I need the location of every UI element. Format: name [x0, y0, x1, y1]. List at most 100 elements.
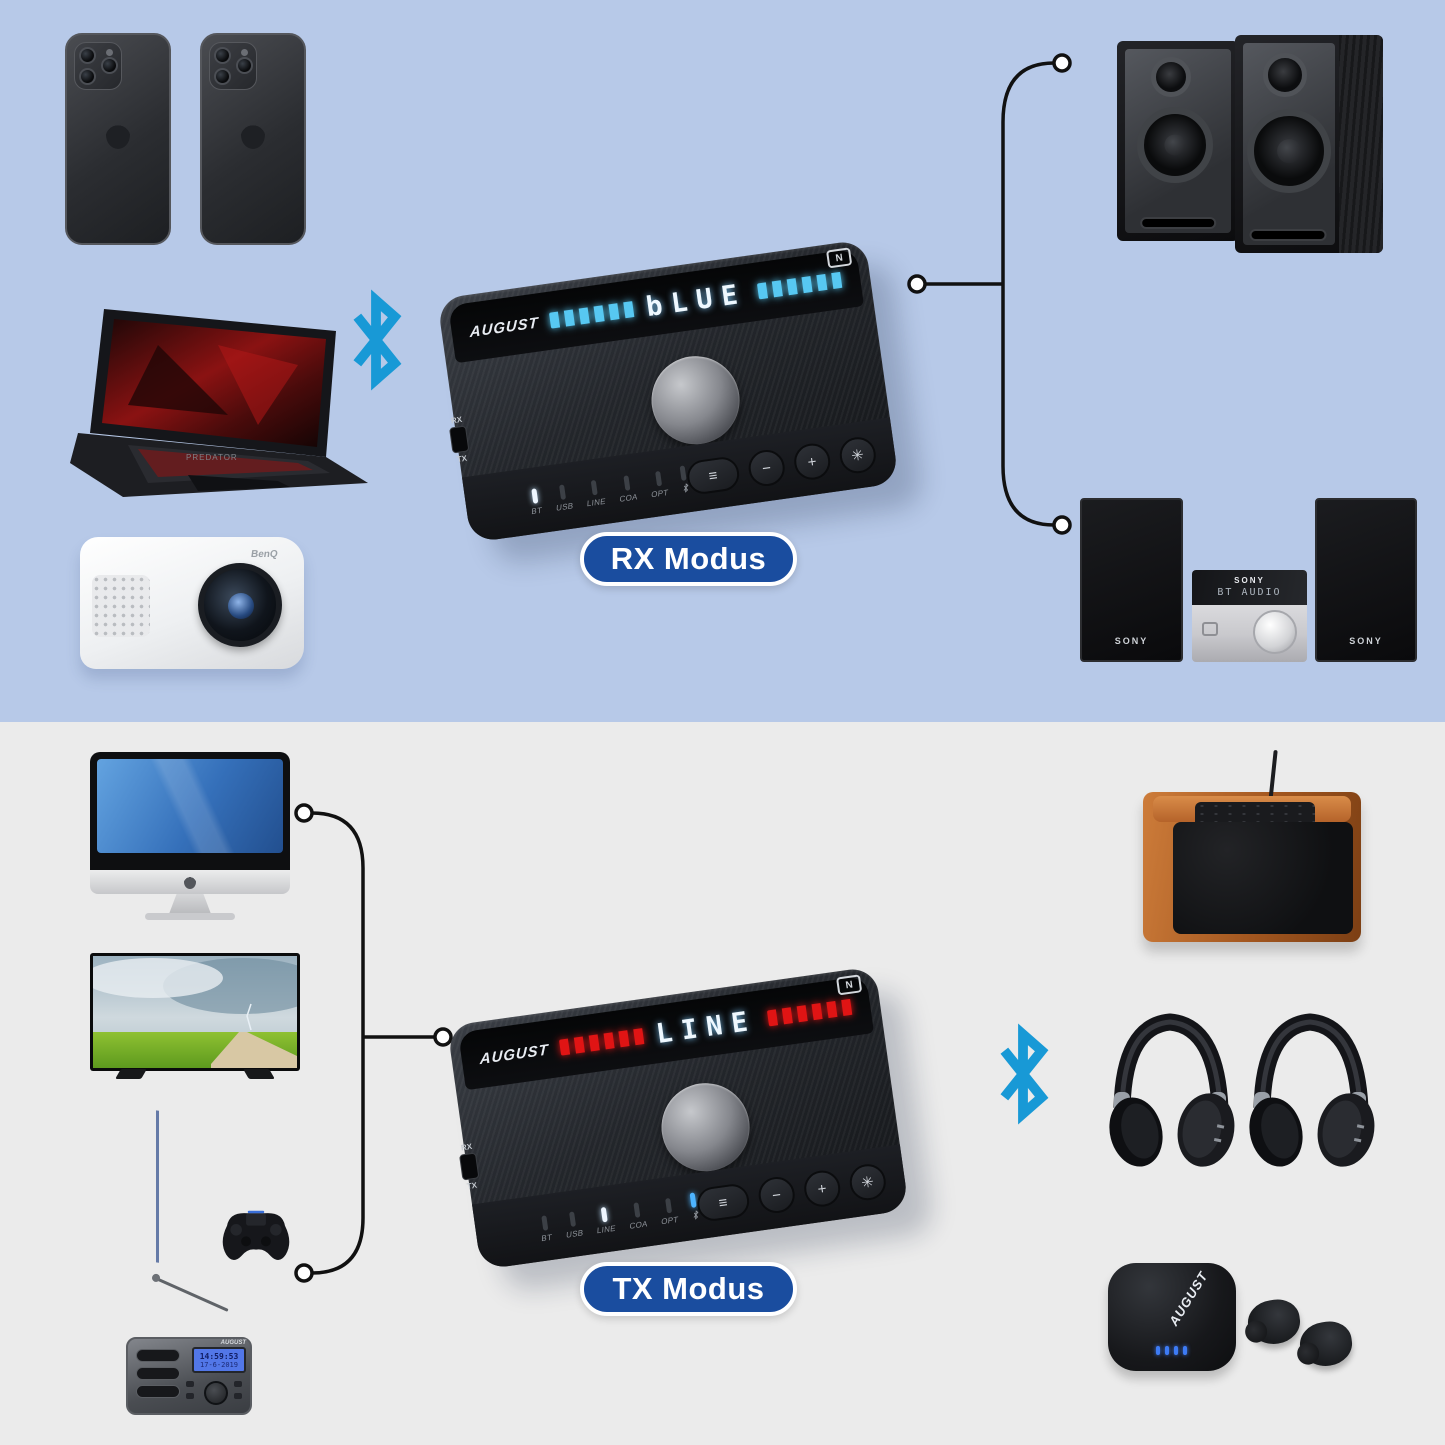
radio-button	[186, 1393, 194, 1399]
camera-lens	[79, 68, 96, 85]
pair-button: ✳	[847, 1161, 888, 1203]
volume-up-button: +	[801, 1168, 843, 1209]
device-brand-logo: AUGUST	[469, 313, 539, 341]
led-label: BT	[531, 505, 543, 516]
radio-speaker-grille	[136, 1367, 180, 1380]
source-indicator-leds: BT USB LINE COA OPT	[538, 1191, 699, 1243]
switch-label-rx: RX	[460, 1141, 473, 1153]
headphones-1	[1100, 1010, 1240, 1172]
device-screen-text: bLUE	[644, 277, 749, 323]
device-screen-text: LINE	[654, 1004, 759, 1050]
radio-brand-label: AUGUST	[220, 1340, 246, 1346]
stereo-display: SONY BT AUDIO	[1192, 570, 1307, 605]
led-label: LINE	[586, 496, 607, 508]
smartphone-1	[65, 33, 171, 245]
bt-led	[531, 487, 539, 504]
earbuds-brand-label: AUGUST	[1165, 1268, 1211, 1329]
stereo-display-text: BT AUDIO	[1217, 587, 1282, 599]
led-bar-left	[549, 300, 636, 329]
ps4-console	[142, 1110, 292, 1265]
tv-foot	[243, 1069, 275, 1079]
radio-speaker-grille	[136, 1349, 180, 1362]
device-body: AUGUST bLUE N BT USB LINE COA OPT ≡ −	[436, 239, 900, 543]
led-bar-right	[767, 998, 854, 1027]
volume-down-button: −	[756, 1174, 797, 1216]
speaker-right	[1235, 35, 1383, 253]
imac-bezel	[90, 752, 290, 870]
coa-led	[633, 1201, 641, 1218]
phone-camera-module	[74, 42, 122, 90]
radio-button	[186, 1381, 194, 1387]
tweeter	[1263, 53, 1307, 97]
radio-button	[234, 1381, 242, 1387]
tv-frame	[90, 953, 300, 1071]
radio-body: AUGUST 14:59:53 17-6-2019	[126, 1337, 252, 1415]
speaker-brand-label: SONY	[1349, 636, 1383, 646]
multi-function-button: ≡	[684, 455, 742, 497]
headphones-2	[1240, 1010, 1380, 1172]
tv	[90, 953, 300, 1085]
bluetooth-icon-rx	[348, 288, 404, 392]
multifunction-knob	[655, 1077, 756, 1177]
woofer	[1137, 107, 1213, 183]
speaker-left	[1117, 41, 1239, 241]
bt-led	[541, 1214, 549, 1231]
woofer	[1247, 109, 1331, 193]
nfc-logo: N	[836, 974, 863, 996]
switch-label-tx: TX	[456, 453, 468, 465]
camera-flash	[241, 49, 248, 56]
camera-lens	[101, 57, 118, 74]
stereo-speaker-right: SONY	[1315, 498, 1417, 662]
led-label: OPT	[661, 1214, 680, 1226]
switch-label-tx: TX	[466, 1180, 478, 1192]
radio-display: 14:59:53 17-6-2019	[192, 1347, 246, 1373]
led-label: LINE	[596, 1223, 617, 1235]
tv-foot	[115, 1069, 147, 1079]
led-label: USB	[565, 1227, 584, 1240]
ps4-tower	[142, 1109, 220, 1269]
apple-logo	[184, 875, 196, 889]
led-label: OPT	[651, 487, 670, 499]
camera-lens	[79, 47, 96, 64]
led-bar-left	[559, 1027, 646, 1056]
bass-port	[1249, 229, 1327, 241]
projector-vent-grille	[92, 575, 150, 637]
device-front-panel: BT USB LINE COA OPT ≡ − + ✳	[472, 1144, 910, 1270]
stereo-brand-label: SONY	[1234, 576, 1265, 586]
gaming-laptop: PREDATOR	[68, 305, 380, 500]
device-body: AUGUST LINE N BT USB LINE COA OPT ≡ −	[446, 966, 910, 1270]
phone-camera-module	[209, 42, 257, 90]
stereo-speaker-left: SONY	[1080, 498, 1183, 662]
tx-mode-badge: TX Modus	[580, 1262, 797, 1316]
multi-function-button: ≡	[694, 1182, 752, 1224]
camera-flash	[106, 49, 113, 56]
game-controller	[222, 1210, 290, 1261]
tweeter	[1151, 57, 1191, 97]
bass-port	[1140, 217, 1216, 229]
wooden-bluetooth-speaker	[1143, 749, 1361, 942]
usb-led	[558, 483, 567, 500]
device-front-panel: BT USB LINE COA OPT ≡ − + ✳	[462, 417, 900, 543]
imac-chin	[90, 870, 290, 894]
pair-button: ✳	[837, 434, 878, 476]
imac-stand	[169, 894, 211, 914]
cd-slot	[1202, 622, 1218, 636]
coa-led	[623, 474, 631, 491]
bookshelf-speakers	[1117, 35, 1383, 253]
volume-down-button: −	[746, 447, 787, 489]
led-label: COA	[619, 491, 639, 504]
projector-brand-label: BenQ	[250, 549, 279, 560]
radio-time: 14:59:53	[199, 1351, 239, 1361]
line-led	[590, 479, 598, 495]
nfc-logo: N	[826, 247, 853, 269]
stereo-volume-knob	[1253, 610, 1297, 654]
camera-lens	[214, 68, 231, 85]
projector-lens	[198, 563, 282, 647]
switch-label-rx: RX	[450, 414, 463, 426]
camera-lens	[214, 47, 231, 64]
apple-logo	[106, 120, 130, 149]
bt-adapter-rx-device: AUGUST bLUE N BT USB LINE COA OPT ≡ −	[436, 239, 900, 543]
led-label: BT	[541, 1232, 553, 1243]
bluetooth-glyph-icon	[692, 1209, 699, 1221]
apple-logo	[241, 120, 265, 149]
